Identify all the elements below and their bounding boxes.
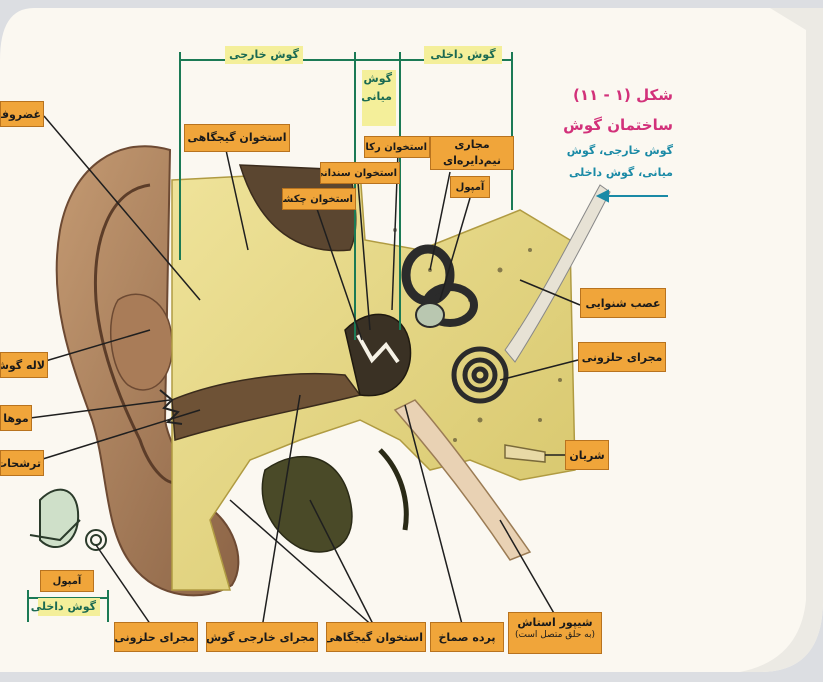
label-auditory-nerve: عصب شنوایی xyxy=(580,288,666,318)
caption-sub-line1: گوش خارجی، گوش xyxy=(567,144,673,157)
label-temporal-bone-bottom: استخوان گیجگاهی xyxy=(326,622,426,652)
label-cartilage: غضروف xyxy=(0,101,44,127)
label-secretions: ترشحات xyxy=(0,450,44,476)
section-inner-ear: گوش داخلی xyxy=(424,46,502,64)
section-outer-ear: گوش خارجی xyxy=(225,46,303,64)
caption-number: شکل (۱ - ۱۱) xyxy=(573,86,673,104)
caption-sub-line2: میانی، گوش داخلی xyxy=(569,166,673,179)
label-bottom-cochlear-duct: مجرای حلزونی xyxy=(114,622,198,652)
section-inset-inner-ear: گوش داخلی xyxy=(38,598,100,616)
section-middle-ear: گوش میانی xyxy=(362,70,396,126)
caption-title: ساختمان گوش xyxy=(563,116,673,134)
label-hair: موها xyxy=(0,405,32,431)
vestibule xyxy=(416,303,444,327)
eustachian-tube-note: (به حلق متصل است) xyxy=(511,629,599,642)
label-anvil: استخوان سندانی xyxy=(320,162,400,184)
concha xyxy=(111,294,173,390)
label-ampulla: آمپول xyxy=(450,176,490,198)
label-stirrup: استخوان رکابی xyxy=(364,136,430,158)
label-ear-canal: مجرای خارجی گوش xyxy=(206,622,318,652)
label-inset-ampulla: آمپول xyxy=(40,570,94,592)
label-semicircular-canals: مجاری نیم‌دایره‌ای xyxy=(430,136,514,170)
label-cochlear-duct: مجرای حلزونی xyxy=(578,342,666,372)
label-auricle: لاله گوش xyxy=(0,352,48,378)
label-artery: شریان xyxy=(565,440,609,470)
label-temporal-bone-top: استخوان گیجگاهی xyxy=(184,124,290,152)
label-hammer: استخوان چکشی xyxy=(282,188,356,210)
label-eardrum: پرده صماخ xyxy=(430,622,504,652)
label-eustachian-tube: شیپور استاش (به حلق متصل است) xyxy=(508,612,602,654)
eustachian-tube-title: شیپور استاش xyxy=(511,616,599,629)
